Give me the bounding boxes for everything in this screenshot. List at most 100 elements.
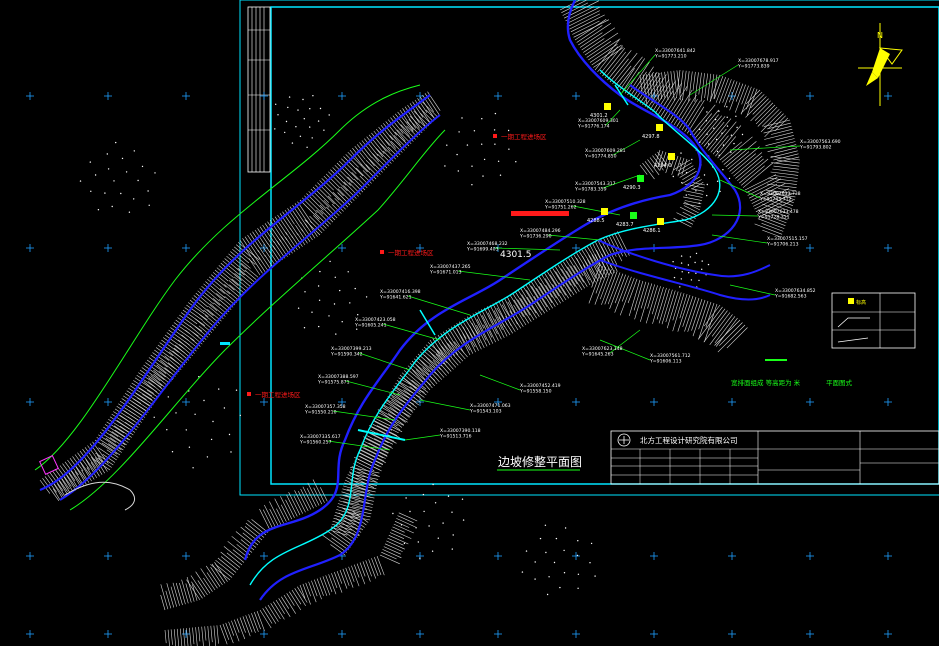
coord-label-y-10: Y=91706.213	[766, 242, 799, 248]
drawing-title: 边坡修整平面图	[498, 454, 582, 469]
left-road-contour-2	[69, 129, 446, 511]
coord-label-x-10: X=33007515.157	[767, 236, 808, 242]
coord-label-y-23: Y=91513.716	[439, 434, 472, 440]
grid-cross-21	[728, 244, 736, 252]
coord-label-y-1: Y=91773.839	[737, 64, 770, 70]
zone-label-3: 一期工程进场区	[255, 390, 301, 399]
grid-cross-30	[494, 398, 502, 406]
main-road-edge-inner	[259, 84, 742, 601]
coord-label-y-5: Y=91783.359	[574, 187, 607, 193]
section-line-1	[357, 429, 406, 441]
grid-cross-28	[338, 398, 346, 406]
label-leader-lines	[327, 54, 801, 451]
coord-label-x-22: X=33007357.358	[305, 404, 346, 410]
leader-line-1	[689, 64, 739, 96]
grid-cross-32	[650, 398, 658, 406]
grid-cross-10	[806, 92, 814, 100]
coord-label-x-9: X=33007484.296	[520, 228, 561, 234]
coord-label-y-16: Y=91606.113	[649, 359, 682, 365]
hatch-upper-right	[559, 0, 794, 218]
coord-label-y-7: Y=91751.262	[544, 205, 577, 211]
coord-label-y-2: Y=91776.174	[577, 124, 610, 130]
grid-cross-57	[728, 630, 736, 638]
left-road-contour-1	[34, 84, 421, 471]
grid-cross-16	[338, 244, 346, 252]
coord-label-y-19: Y=91558.150	[519, 389, 552, 395]
hatch-inner-loop	[639, 149, 706, 228]
branch-road-edge-2	[599, 259, 771, 301]
grid-cross-44	[650, 552, 658, 560]
hatch-main-b	[322, 246, 618, 556]
spot-marker-5: 4286.1	[643, 218, 664, 234]
leader-line-2	[605, 109, 621, 126]
spot-elevation-5: 4286.1	[643, 228, 661, 234]
hatch-left-lower	[51, 101, 439, 501]
zone-labels: 一期工程进场区 一期工程进场区 一期工程进场区	[247, 132, 569, 399]
slope-hatching	[39, 0, 801, 646]
leader-line-11	[494, 247, 561, 251]
leader-line-14	[609, 329, 641, 354]
coord-label-x-11: X=33007468.232	[467, 241, 508, 247]
grid-cross-45	[728, 552, 736, 560]
coord-label-y-24: Y=91560.257	[299, 440, 332, 446]
spot-marker-6: 4283.7	[616, 212, 637, 228]
coord-label-x-7: X=33007510.328	[545, 199, 586, 205]
leader-line-21	[419, 399, 471, 411]
branch-road-edge	[597, 239, 771, 278]
coord-label-y-22: Y=91550.210	[304, 410, 337, 416]
leader-line-18	[358, 352, 411, 371]
grid-cross-46	[806, 552, 814, 560]
leader-line-12	[729, 284, 776, 296]
grid-cross-14	[182, 244, 190, 252]
coord-label-x-12: X=33007634.852	[775, 288, 816, 294]
grid-cross-22	[806, 244, 814, 252]
grid-cross-58	[806, 630, 814, 638]
coord-label-y-13: Y=91671.013	[429, 270, 462, 276]
grid-cross-42	[494, 552, 502, 560]
leader-line-5	[602, 174, 641, 189]
coord-label-y-8: Y=91728.311	[757, 215, 790, 221]
leader-line-19	[479, 374, 521, 391]
grid-cross-17	[416, 244, 424, 252]
zone-label-1: 一期工程进场区	[501, 132, 547, 141]
grid-cross-27	[260, 398, 268, 406]
leader-line-22	[332, 410, 396, 421]
road-network	[34, 0, 771, 601]
spot-marker-2: 4294.0	[654, 153, 675, 169]
grid-cross-52	[338, 630, 346, 638]
grid-cross-39	[260, 552, 268, 560]
grid-cross-56	[650, 630, 658, 638]
coord-label-x-1: X=33007678.917	[738, 58, 779, 64]
coord-label-y-11: Y=91699.403	[466, 247, 499, 253]
drawing-frame	[239, 0, 939, 496]
coord-label-y-14: Y=91645.263	[581, 352, 614, 358]
legend-note: 宽排面组成 等高距为 米	[731, 378, 801, 387]
coord-label-y-0: Y=91773.210	[654, 54, 687, 60]
grid-cross-0	[26, 92, 34, 100]
coord-label-y-12: Y=91682.563	[774, 294, 807, 300]
grid-cross-23	[884, 244, 892, 252]
left-road-edge-inner	[59, 114, 441, 501]
hatch-lower-winding	[160, 479, 328, 611]
coord-label-y-18: Y=91590.342	[330, 352, 363, 358]
title-block: 北方工程设计研究院有限公司	[610, 430, 939, 485]
coord-label-y-20: Y=91575.871	[317, 380, 350, 386]
grid-cross-53	[416, 630, 424, 638]
grid-cross-25	[104, 398, 112, 406]
leader-line-17	[382, 323, 441, 341]
grid-cross-36	[26, 552, 34, 560]
grid-cross-35	[884, 398, 892, 406]
main-road-center	[249, 69, 721, 586]
spot-elevation-2: 4294.0	[654, 163, 672, 169]
leader-line-16	[599, 339, 651, 361]
grid-cross-34	[806, 398, 814, 406]
coord-label-x-0: X=33007641.842	[655, 48, 696, 54]
hatch-lower-winding-2	[164, 512, 418, 646]
leader-line-23	[404, 434, 441, 441]
leader-line-10	[711, 234, 768, 244]
grid-cross-3	[260, 92, 268, 100]
coord-label-y-15: Y=91641.621	[379, 295, 412, 301]
grid-cross-37	[104, 552, 112, 560]
coord-label-x-18: X=33007399.213	[331, 346, 372, 352]
